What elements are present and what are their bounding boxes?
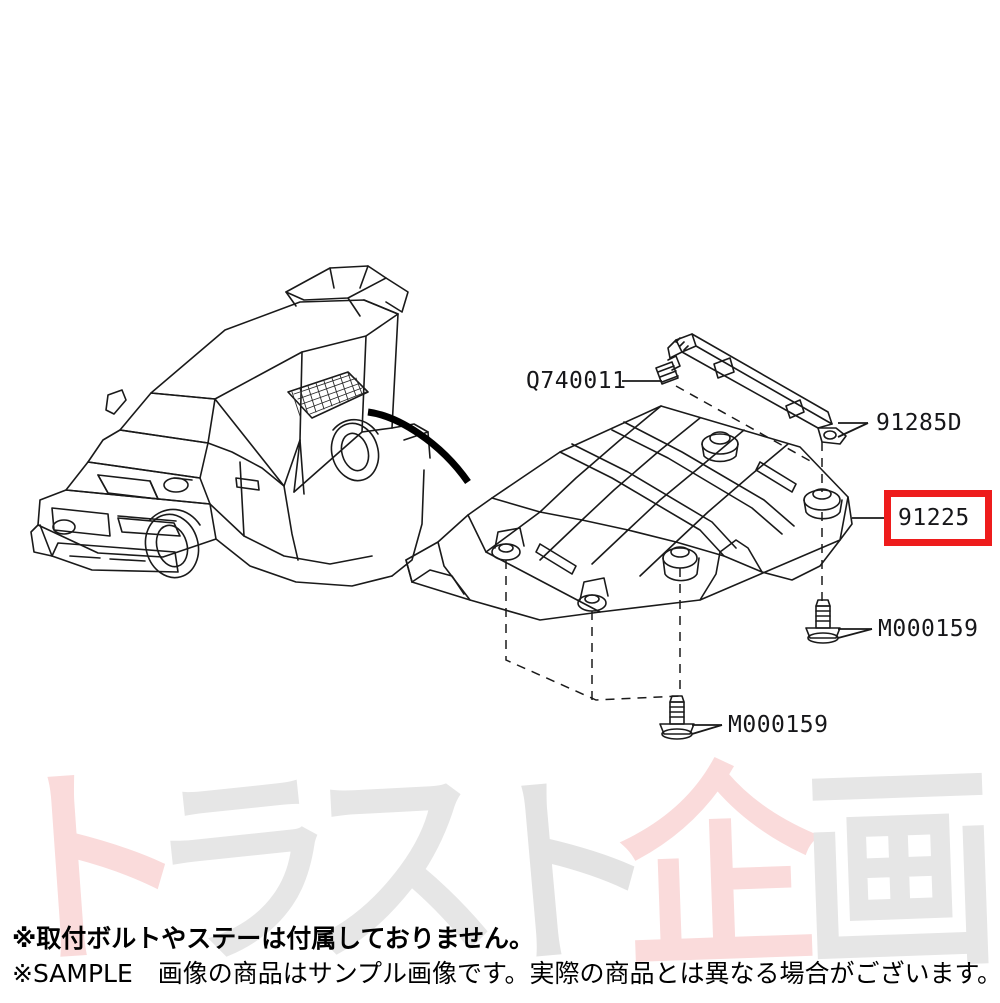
part-label-91285d: 91285D (876, 410, 963, 436)
footer-notes: ※取付ボルトやステーは付属しておりません。 ※SAMPLE 画像の商品はサンプル… (0, 922, 1000, 992)
leader-91285d (837, 422, 869, 438)
assembly-dashed-lines (505, 385, 823, 701)
flange-bolt-lower (659, 695, 695, 740)
flange-bolt-upper (805, 599, 841, 644)
note-bolts-not-included: ※取付ボルトやステーは付属しておりません。 (12, 924, 535, 953)
vehicle-illustration (30, 265, 431, 587)
cargo-mesh-hatch (291, 372, 367, 417)
note-sample-image: ※SAMPLE 画像の商品はサンプル画像です。実際の商品とは異なる場合がございま… (12, 959, 1000, 988)
part-label-q740011: Q740011 (526, 368, 627, 394)
part-label-m000159-upper: M000159 (878, 616, 979, 642)
part-number-highlight-box (884, 490, 992, 546)
leader-m000159-lo (691, 724, 723, 735)
cargo-floor-tray-part (405, 405, 853, 621)
part-label-m000159-lower: M000159 (728, 712, 829, 738)
part-label-91225: 91225 (898, 505, 970, 531)
connector-arrow (367, 408, 471, 485)
clip-part (655, 355, 681, 385)
trim-rail-part (667, 333, 847, 445)
leader-m000159-up (837, 628, 873, 639)
